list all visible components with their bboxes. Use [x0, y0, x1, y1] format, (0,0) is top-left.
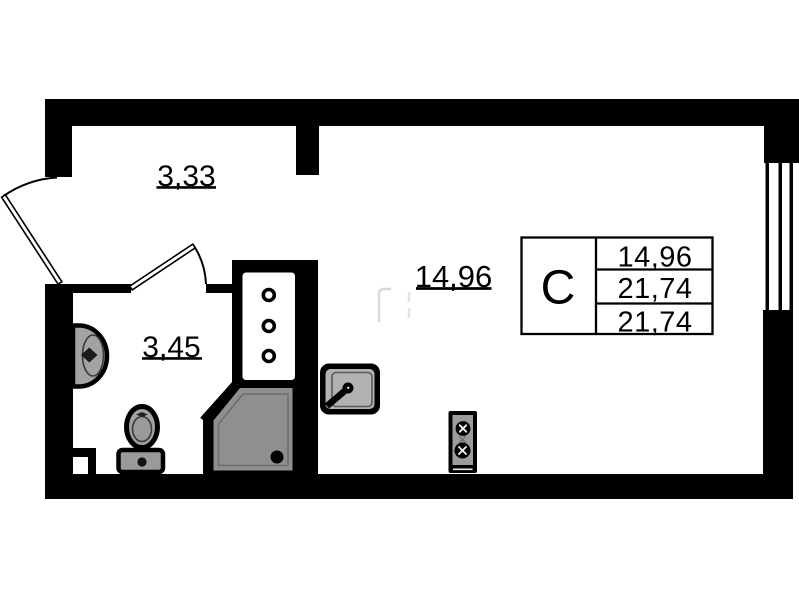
svg-text:21,74: 21,74 — [617, 273, 692, 305]
svg-text:21,74: 21,74 — [617, 306, 692, 338]
svg-text:C: C — [541, 262, 576, 315]
svg-text:14,96: 14,96 — [617, 241, 692, 273]
